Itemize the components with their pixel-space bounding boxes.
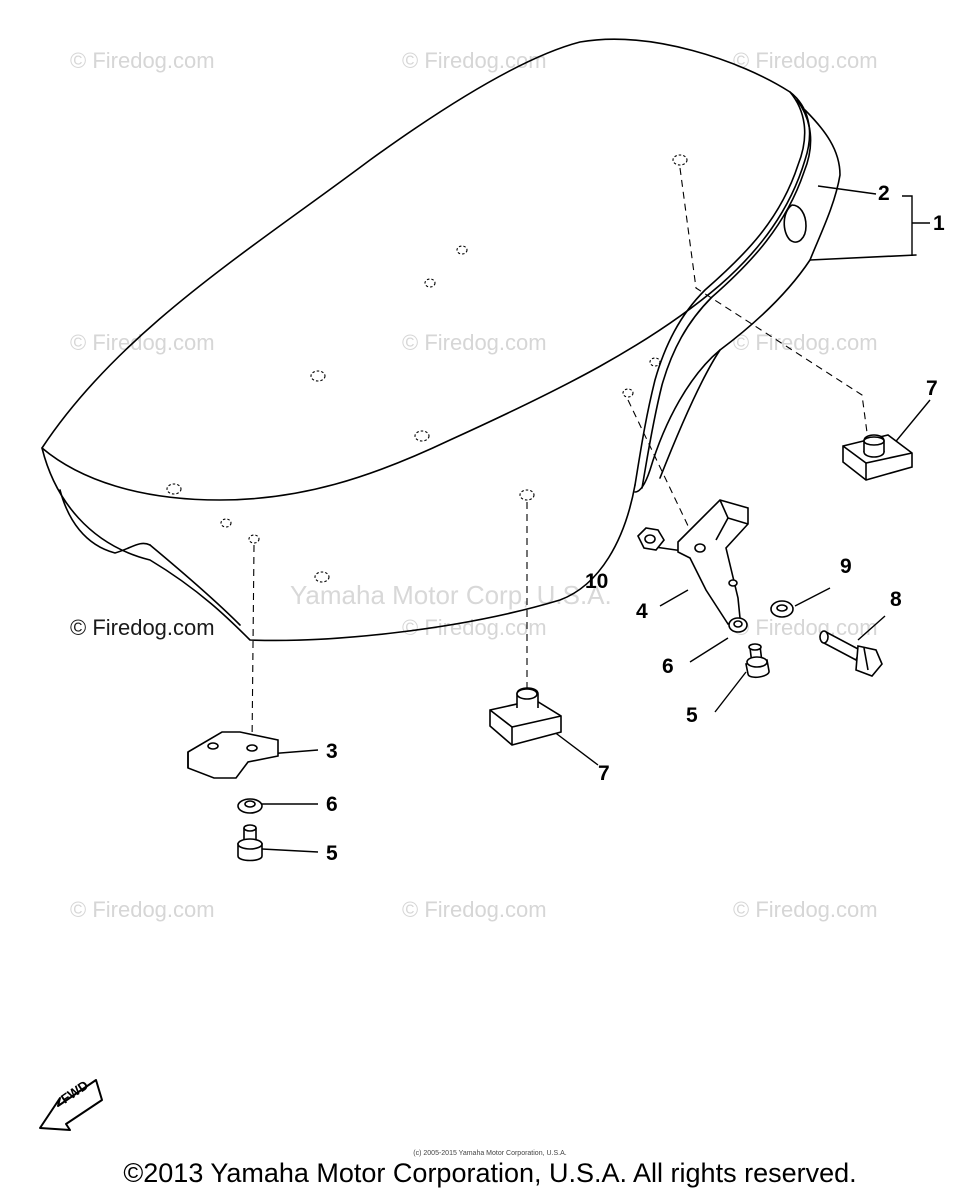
callout-8: 8 (890, 588, 902, 611)
callout-2: 2 (878, 182, 890, 205)
callout-1: 1 (933, 212, 945, 235)
seat-holes (166, 154, 688, 583)
callout-5: 5 (686, 704, 698, 727)
fine-print: (c) 2005-2015 Yamaha Motor Corporation, … (413, 1150, 567, 1157)
tail-hook (783, 204, 807, 243)
bolt-part-5-left (237, 824, 263, 862)
bolt-part-5-right (745, 643, 770, 679)
leader-lines (261, 185, 931, 853)
seat-outline (41, 38, 811, 501)
callout-7: 7 (598, 762, 610, 785)
seat-tail-lower (659, 349, 721, 479)
callout-3: 3 (326, 740, 338, 763)
watermark: © Firedog.com (402, 48, 547, 73)
bracket-part-4 (677, 499, 749, 626)
callout-7: 7 (926, 377, 938, 400)
seat-side-panel (634, 109, 841, 493)
watermark: © Firedog.com (402, 330, 547, 355)
seat-underside (59, 489, 151, 554)
watermark: © Firedog.com (402, 897, 547, 922)
seat-tail-face (809, 254, 917, 261)
bracket-part-3 (187, 731, 279, 779)
rubber-damper-part-7-rear (842, 434, 913, 481)
watermark: © Firedog.com (70, 897, 215, 922)
watermark: © Firedog.com (733, 48, 878, 73)
watermark: © Firedog.com (70, 615, 215, 640)
callout-9: 9 (840, 555, 852, 578)
watermark-center: Yamaha Motor Corp, U.S.A. (290, 580, 612, 610)
seat-piping (634, 91, 806, 486)
copyright-notice: ©2013 Yamaha Motor Corporation, U.S.A. A… (123, 1158, 857, 1188)
callout-5: 5 (326, 842, 338, 865)
watermark: © Firedog.com (733, 897, 878, 922)
watermark: © Firedog.com (70, 48, 215, 73)
callout-6: 6 (326, 793, 338, 816)
callout-4: 4 (636, 600, 648, 623)
rubber-damper-part-7-front (489, 687, 562, 746)
fwd-arrow-icon (39, 1079, 103, 1131)
callout-10: 10 (585, 570, 609, 593)
nut-part-10 (637, 527, 665, 551)
seat-underside-2 (149, 544, 241, 626)
washer-part-9 (770, 600, 794, 618)
watermark: © Firedog.com (733, 615, 878, 640)
assembly-lines (251, 167, 871, 746)
seat-piping-inner (641, 99, 812, 489)
washer-part-6-left (237, 798, 263, 814)
seat-front-edge (41, 447, 636, 642)
bolt-part-8 (819, 630, 883, 677)
washer-part-6-right (728, 617, 748, 633)
watermark: © Firedog.com (733, 330, 878, 355)
callout-6: 6 (662, 655, 674, 678)
watermark: © Firedog.com (402, 615, 547, 640)
